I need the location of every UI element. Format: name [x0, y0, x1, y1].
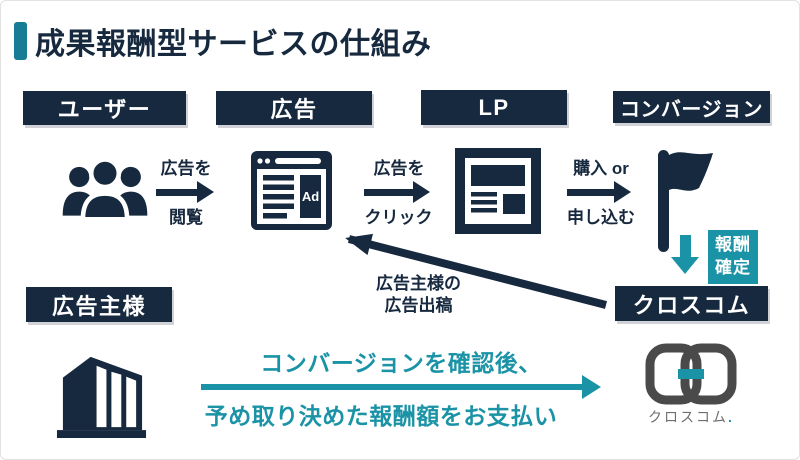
logo-period: .	[728, 409, 734, 425]
reward-badge-line1: 報酬	[715, 235, 751, 254]
arrow-shaft	[567, 188, 614, 196]
reward-down-arrow	[671, 235, 699, 274]
arrow-head	[614, 181, 631, 203]
arrow-purchase-label-bottom: 申し込む	[567, 208, 635, 227]
arrow-shaft	[679, 235, 691, 257]
page-title: 成果報酬型サービスの仕組み	[35, 28, 432, 61]
header-box-conversion: コンバージョン	[613, 91, 770, 123]
ad-submission-line1: 広告主様の	[376, 274, 461, 293]
crosscom-logo-text: クロスコム.	[635, 407, 747, 427]
reward-badge: 報酬 確定	[708, 230, 758, 284]
arrow-head	[197, 181, 214, 203]
arrow-click	[364, 181, 430, 203]
payment-text-line2: 予め取り決めた報酬額をお支払い	[204, 403, 558, 429]
lp-icon	[455, 148, 541, 234]
arrow-view-label-bottom: 閲覧	[169, 208, 203, 227]
conversion-flag-icon	[654, 148, 716, 254]
arrow-click-label-bottom: クリック	[364, 208, 433, 227]
arrow-shaft	[201, 384, 582, 390]
ad-submission-line2: 広告出稿	[384, 296, 453, 316]
arrow-purchase	[567, 181, 631, 203]
crosscom-box: クロスコム	[615, 286, 768, 321]
arrow-shaft	[364, 188, 413, 196]
ad-submission-arrow	[323, 226, 613, 311]
arrow-head	[671, 257, 699, 274]
ad-submission-label: 広告主様の 広告出稿	[341, 273, 496, 317]
users-icon	[59, 154, 151, 222]
ad-label: Ad	[302, 189, 319, 204]
header-box-lp: LP	[421, 90, 567, 125]
advertiser-box: 広告主様	[26, 287, 172, 322]
payment-text-line1: コンバージョンを確認後、	[260, 350, 542, 376]
arrow-view-label-top: 広告を	[160, 159, 212, 178]
arrow-head	[582, 375, 601, 399]
reward-badge-line2: 確定	[715, 257, 751, 277]
title-accent-bar	[14, 22, 27, 60]
ad-browser-icon: Ad	[250, 150, 333, 231]
logo-name: クロスコム	[648, 409, 729, 425]
arrow-head	[413, 181, 430, 203]
header-box-ad: 広告	[216, 91, 372, 125]
payment-arrow	[201, 375, 601, 399]
arrow-click-label-top: 広告を	[373, 159, 425, 178]
arrow-purchase-label-top: 購入 or	[573, 159, 629, 178]
building-icon	[54, 344, 149, 439]
header-box-user: ユーザー	[23, 91, 186, 125]
crosscom-logo	[645, 343, 737, 405]
arrow-view	[156, 181, 214, 203]
arrow-shaft	[156, 188, 197, 196]
